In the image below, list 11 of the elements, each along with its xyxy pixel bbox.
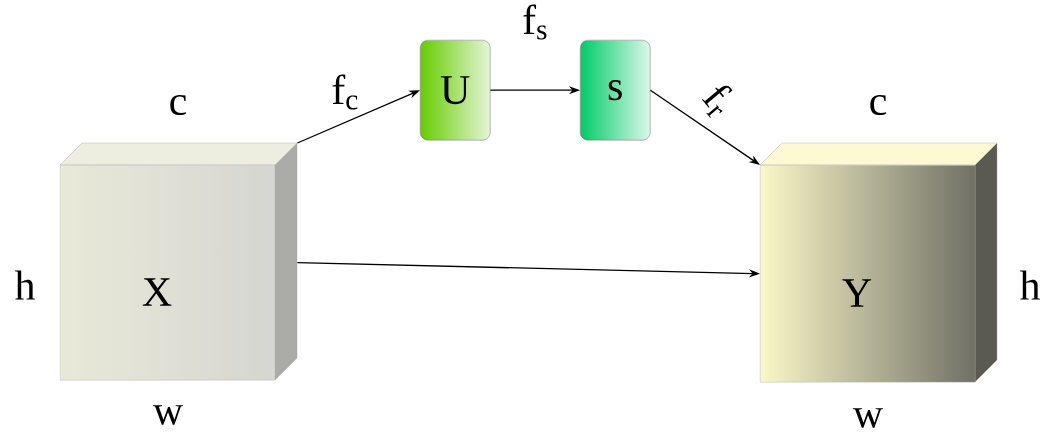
- rounded-box: s: [580, 40, 651, 141]
- edge-label: f$_{s}$: [523, 4, 547, 40]
- edge-label: f$_{c}$: [332, 74, 358, 110]
- arrow: [649, 89, 760, 165]
- edge-label: f$_{r}$: [702, 85, 733, 118]
- cube: Y: [759, 142, 998, 383]
- rounded-box: U: [420, 40, 491, 141]
- dimension-label: h: [1019, 270, 1040, 300]
- cube: X: [59, 142, 298, 381]
- dimension-label: c: [870, 94, 887, 116]
- dimension-label: c: [170, 94, 187, 116]
